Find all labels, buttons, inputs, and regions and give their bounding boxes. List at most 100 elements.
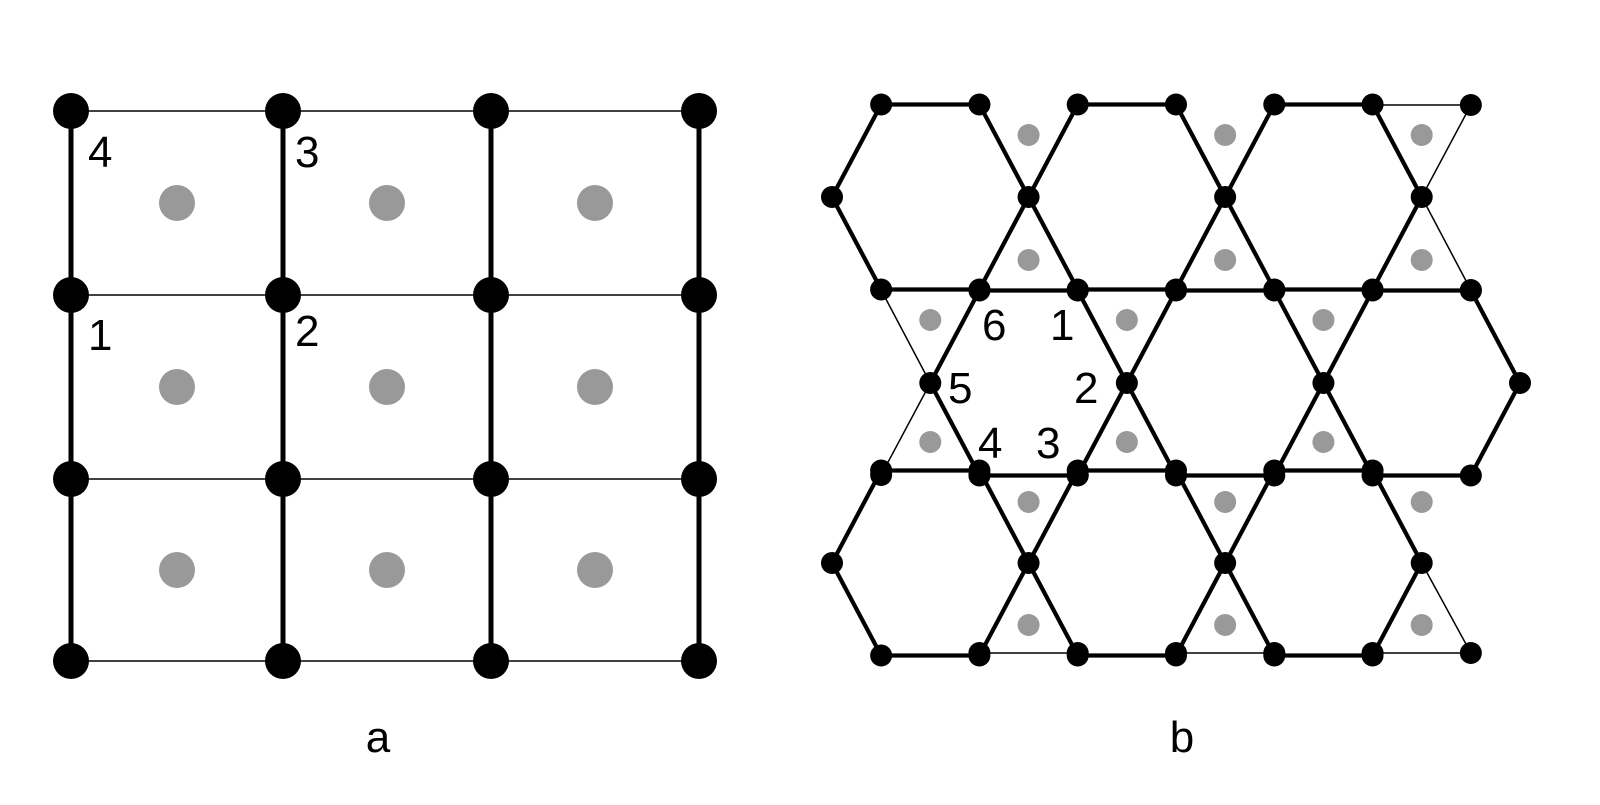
triangle-bond: [1420, 562, 1472, 654]
lattice-site: [968, 642, 991, 664]
triangle-center-dot: [1312, 309, 1335, 331]
hexagon-bond: [1223, 194, 1277, 292]
panel-b-site-label-5: 5: [948, 364, 972, 413]
lattice-site: [1263, 464, 1286, 487]
panel-a-lattice-sites: [53, 93, 717, 679]
triangle-center-dot: [1214, 491, 1237, 513]
lattice-site: [870, 278, 893, 301]
hexagon-bond: [1223, 468, 1277, 566]
panel-b-thin-bonds: [880, 104, 1472, 654]
triangle-center-dot: [1115, 309, 1138, 331]
lattice-site: [968, 93, 991, 116]
lattice-site: [473, 93, 509, 129]
triangle-center-dot: [1410, 124, 1433, 146]
lattice-site: [1214, 552, 1237, 574]
lattice-site: [870, 93, 893, 116]
hexagon-bond: [1468, 380, 1523, 478]
lattice-site: [1066, 93, 1089, 116]
lattice-site: [1361, 642, 1384, 664]
panel-a-site-label-1: 1: [88, 311, 112, 360]
hexagon-bond: [977, 102, 1031, 200]
triangle-bond: [1420, 196, 1472, 291]
hexagon-bond: [1026, 560, 1080, 658]
lattice-site: [968, 464, 991, 486]
panel-b-caption: b: [1170, 713, 1194, 762]
hexagon-bond: [1124, 288, 1179, 386]
panel-b-kagome-lattice: 6 1 5 2 4 3 b: [821, 93, 1531, 762]
triangle-center-dot: [1214, 124, 1237, 146]
hexagon-bond: [1173, 102, 1228, 200]
plaquette-center-dot: [159, 369, 195, 405]
lattice-site: [53, 643, 89, 679]
plaquette-center-dot: [577, 552, 613, 588]
triangle-center-dot: [1115, 431, 1138, 453]
triangle-center-dot: [1410, 614, 1433, 636]
hexagon-bond: [1026, 194, 1080, 292]
panel-b-lattice-sites: [821, 93, 1531, 667]
hexagon-bond: [829, 560, 884, 658]
lattice-site: [1165, 93, 1187, 116]
lattice-site: [53, 93, 89, 129]
plaquette-center-dot: [577, 369, 613, 405]
panel-b-site-label-6: 6: [982, 301, 1006, 350]
triangle-center-dot: [1410, 249, 1433, 271]
triangle-center-dot: [1312, 431, 1335, 453]
panel-a-caption: a: [366, 713, 391, 762]
lattice-site: [821, 186, 843, 208]
panel-b-site-label-3: 3: [1036, 419, 1060, 468]
lattice-site: [1165, 279, 1187, 302]
lattice-site: [473, 643, 509, 679]
lattice-site: [1066, 642, 1089, 664]
panel-a-thick-bonds: [68, 108, 702, 664]
lattice-site: [681, 93, 717, 129]
lattice-site: [1459, 642, 1482, 664]
triangle-bond: [880, 289, 932, 384]
plaquette-center-dot: [159, 185, 195, 221]
panel-b-site-label-4: 4: [978, 419, 1002, 468]
panel-a-plaquette-centers: [159, 185, 613, 588]
lattice-site: [1066, 464, 1089, 486]
lattice-site: [1459, 464, 1482, 487]
lattice-site: [53, 461, 89, 497]
hexagon-bond: [977, 560, 1031, 658]
lattice-site: [919, 372, 942, 394]
panel-b-triangle-centers: [919, 124, 1433, 636]
lattice-site: [265, 277, 301, 313]
panel-b-site-label-1: 1: [1050, 301, 1074, 350]
triangle-center-dot: [1017, 614, 1040, 636]
lattice-site: [1509, 372, 1531, 394]
lattice-site: [870, 644, 893, 667]
lattice-site: [681, 461, 717, 497]
triangle-center-dot: [919, 309, 942, 331]
hexagon-bond: [1321, 380, 1375, 478]
lattice-site: [968, 279, 991, 302]
plaquette-center-dot: [577, 185, 613, 221]
lattice-site: [1410, 186, 1433, 208]
hexagon-bond: [829, 194, 884, 292]
hexagon-bond: [1370, 468, 1424, 566]
lattice-site: [1263, 93, 1286, 116]
lattice-site: [1066, 279, 1089, 302]
lattice-site: [1017, 186, 1040, 208]
triangle-center-dot: [919, 431, 942, 453]
hexagon-bond: [829, 102, 884, 200]
hexagon-bond: [977, 194, 1031, 292]
plaquette-center-dot: [369, 369, 405, 405]
panel-a-site-label-4: 4: [88, 128, 112, 177]
lattice-site: [1165, 464, 1187, 487]
triangle-center-dot: [1410, 491, 1433, 513]
triangle-center-dot: [1017, 124, 1040, 146]
hexagon-bond: [1026, 102, 1080, 200]
hexagon-bond: [1075, 380, 1129, 478]
lattice-site: [265, 461, 301, 497]
panel-a-site-label-3: 3: [295, 128, 319, 177]
lattice-site: [681, 643, 717, 679]
hexagon-bond: [1124, 380, 1179, 478]
lattice-site: [53, 277, 89, 313]
lattice-site: [821, 552, 843, 574]
lattice-site: [1361, 464, 1384, 487]
hexagon-bond: [1370, 560, 1424, 658]
hexagon-bond: [1173, 560, 1228, 658]
triangle-bond: [880, 382, 932, 476]
triangle-bond: [1420, 104, 1472, 198]
